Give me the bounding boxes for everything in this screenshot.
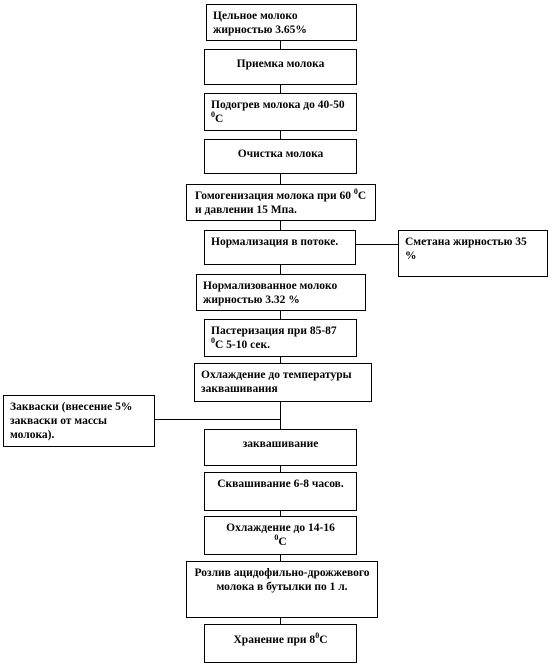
step-cooling-to-fermentation: Охлаждение до температуры заквашивания [194, 363, 372, 402]
side-starter: Закваски (внесение 5% закваски от массы … [3, 395, 155, 447]
connector [280, 85, 281, 93]
connector [280, 466, 281, 472]
connector [280, 265, 281, 274]
side-cream: Сметана жирностью 35 % [398, 230, 548, 277]
connector [280, 221, 281, 230]
connector-cream [356, 244, 398, 245]
step-milk-heating: Подогрев молока до 40-50 0С [204, 93, 357, 131]
step-whole-milk: Цельное молоко жирностью 3.65% [206, 4, 357, 41]
connector [280, 41, 281, 49]
connector [280, 402, 281, 429]
step-storage: Хранение при 80С [204, 624, 357, 663]
step-milk-cleaning: Очистка молока [204, 139, 357, 174]
connector [280, 618, 281, 624]
connector [280, 555, 281, 561]
connector [280, 131, 281, 139]
connector [280, 511, 281, 516]
step-normalized-milk: Нормализованное молоко жирностью 3.32 % [196, 274, 366, 311]
connector [280, 311, 281, 319]
step-normalization: Нормализация в потоке. [204, 230, 356, 265]
step-milk-reception: Приемка молока [204, 49, 357, 85]
step-pasteurization: Пастеризация при 85-87 0С 5-10 сек. [204, 319, 357, 357]
connector [280, 174, 281, 184]
step-homogenization: Гомогенизация молока при 60 0С и давлени… [186, 184, 376, 221]
step-bottling: Розлив ацидофильно-дрожжевого молока в б… [186, 561, 378, 618]
step-fermentation-start: заквашивание [204, 429, 357, 466]
connector-starter [155, 419, 280, 420]
connector [280, 357, 281, 363]
step-cooling: Охлаждение до 14-16 0С [204, 516, 357, 555]
step-fermentation: Сквашивание 6-8 часов. [204, 472, 357, 511]
